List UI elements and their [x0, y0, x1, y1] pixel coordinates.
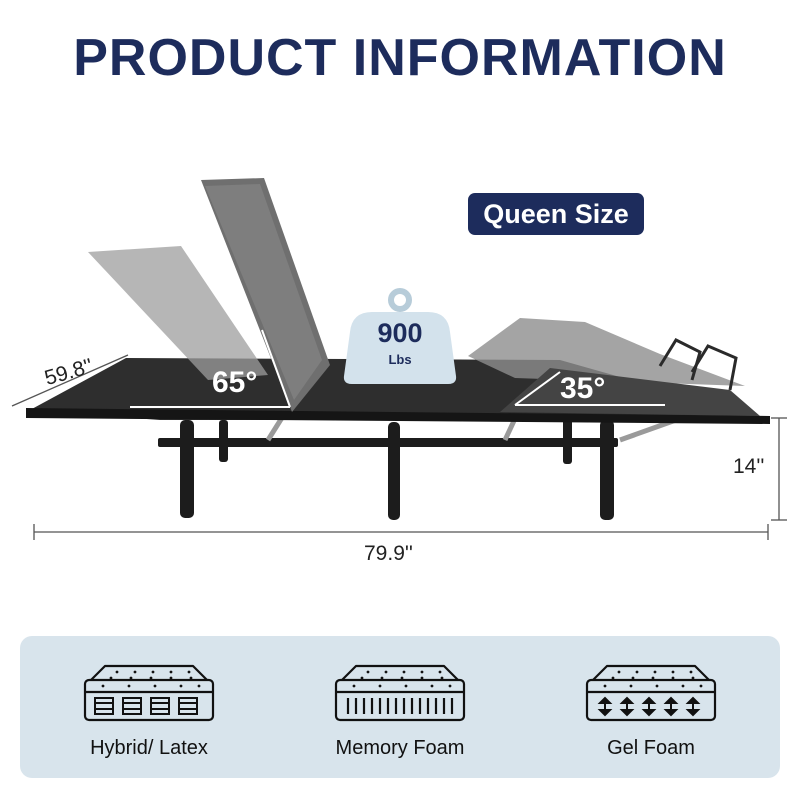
foot-rail	[658, 338, 738, 391]
length-dimension-label: 79.9''	[364, 542, 413, 565]
mattress-type-label: Gel Foam	[607, 737, 695, 759]
head-panel-ghost	[88, 246, 268, 380]
memory-foam-mattress-icon	[334, 664, 466, 722]
size-badge: Queen Size	[468, 193, 644, 235]
height-dimension-line	[771, 417, 787, 521]
weight-tag	[343, 288, 457, 384]
foot-angle-label: 35°	[560, 372, 606, 405]
bed-base-frame	[158, 418, 618, 520]
weight-capacity-value: 900	[377, 318, 423, 348]
mattress-type-label: Memory Foam	[335, 737, 465, 759]
foot-panel	[468, 318, 745, 386]
head-angle-label: 65°	[212, 366, 258, 399]
length-dimension-line	[33, 524, 769, 540]
mattress-type-memory-foam: Memory Foam	[285, 636, 515, 778]
hybrid-mattress-icon	[83, 664, 215, 722]
mattress-types-panel: Hybrid/ Latex Memory Foam	[20, 636, 780, 778]
width-dimension-line	[11, 354, 129, 407]
weight-capacity-unit: Lbs	[388, 352, 412, 367]
gel-foam-mattress-icon	[585, 664, 717, 722]
mattress-type-hybrid: Hybrid/ Latex	[34, 636, 264, 778]
page-title: PRODUCT INFORMATION	[73, 29, 727, 87]
height-dimension-label: 14''	[733, 455, 765, 478]
mattress-type-gel-foam: Gel Foam	[536, 636, 766, 778]
mattress-type-label: Hybrid/ Latex	[90, 737, 208, 759]
